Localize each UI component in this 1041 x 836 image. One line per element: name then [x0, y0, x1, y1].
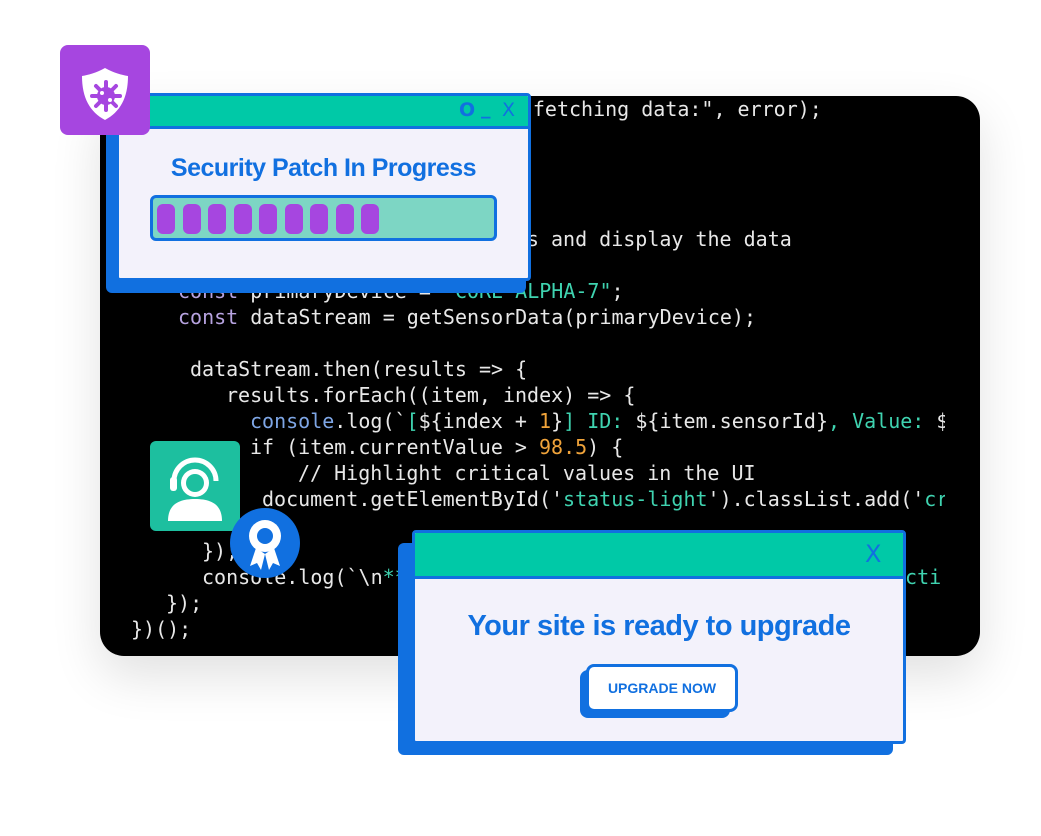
- support-agent-icon: [150, 441, 240, 531]
- upgrade-popup: X Your site is ready to upgrade UPGRADE …: [412, 530, 906, 744]
- close-button[interactable]: X: [502, 99, 516, 121]
- progress-segment: [182, 204, 201, 234]
- code-line: });: [166, 591, 203, 615]
- close-button[interactable]: X: [865, 540, 882, 568]
- code-line: const dataStream = getSensorData(primary…: [178, 305, 756, 329]
- progress-segment: [208, 204, 226, 234]
- code-line: if (item.currentValue > 98.5) {: [250, 435, 624, 459]
- progress-segment: [361, 204, 379, 234]
- popup-title: Your site is ready to upgrade: [467, 610, 851, 642]
- progress-segment: [335, 204, 354, 234]
- minimize-button[interactable]: _: [481, 97, 491, 119]
- code-line: console.log(`[${index + 1}] ID: ${item.s…: [250, 409, 945, 433]
- title-bar: O _ X: [119, 96, 528, 129]
- award-badge-icon: [230, 508, 300, 578]
- code-line: })();: [131, 617, 192, 641]
- progress-segment: [233, 204, 252, 234]
- popup-title: Security Patch In Progress: [170, 154, 477, 182]
- code-comment: // Highlight critical values in the UI: [298, 461, 756, 485]
- code-line: results.forEach((item, index) => {: [226, 383, 636, 407]
- security-popup: O _ X Security Patch In Progress: [116, 93, 531, 281]
- upgrade-now-button[interactable]: UPGRADE NOW: [586, 664, 738, 712]
- code-line: dataStream.then(results => {: [190, 357, 528, 381]
- shield-virus-icon: [60, 45, 150, 135]
- progress-segment: [284, 204, 303, 234]
- progress-segment: [310, 204, 328, 234]
- progress-segment: [259, 204, 277, 234]
- code-line: document.getElementById('status-light').…: [262, 487, 945, 511]
- restore-button[interactable]: O: [459, 99, 476, 121]
- title-bar: X: [415, 533, 903, 579]
- progress-segment: [157, 204, 175, 234]
- progress-bar: [150, 195, 497, 241]
